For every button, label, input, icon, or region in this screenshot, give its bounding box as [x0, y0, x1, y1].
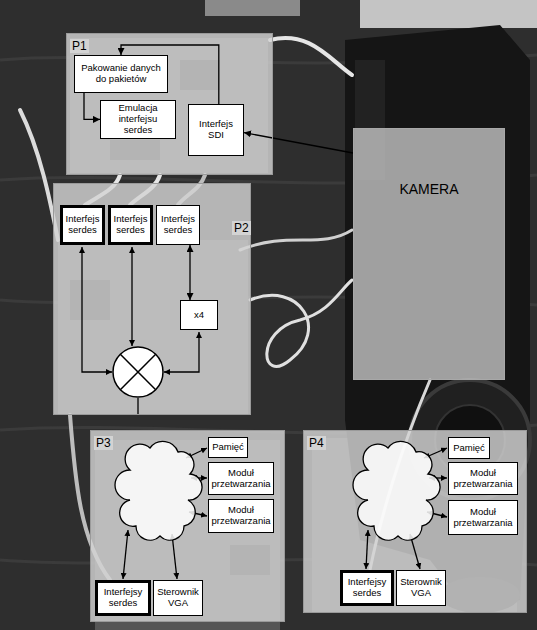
board-panel: P2 Interfejs serdes Interfejs serdes Interf…: [53, 183, 251, 415]
controller-box: Sterownik VGA: [153, 580, 203, 616]
box-label: Interfejsy serdes: [101, 587, 145, 609]
interface-box: Interfejs serdes: [156, 205, 200, 245]
board-panel: P1Pakowanie danych do pakietówEmulacja i…: [66, 33, 273, 175]
box-label: Interfejs SDI: [192, 119, 240, 141]
process-box: Emulacja interfejsu serdes: [100, 100, 176, 139]
interface-box: Interfejs SDI: [188, 104, 244, 156]
processing-box: Moduł przetwarzania: [448, 462, 518, 495]
signal-arrow: [189, 245, 190, 300]
bus-line: [137, 398, 138, 415]
box-label: Interfejsy serdes: [346, 577, 388, 599]
interface-box: Interfejsy serdes: [95, 580, 151, 616]
box-label: Moduł przetwarzania: [452, 468, 514, 490]
multiplexer-symbol: [113, 347, 163, 397]
board-panel: P4PamięćModuł przetwarzaniaModuł przetwa…: [303, 430, 527, 613]
multiplier-box: x4: [180, 300, 218, 330]
box-label: Moduł przetwarzania: [452, 507, 514, 529]
memory-box: Pamięć: [208, 437, 248, 458]
memory-box: Pamięć: [448, 437, 490, 459]
panel-label: P3: [94, 436, 113, 450]
panel-label: P1: [70, 39, 89, 53]
processing-box: Moduł przetwarzania: [208, 462, 274, 495]
box-label: Interfejs serdes: [160, 214, 196, 236]
interface-box: Interfejsy serdes: [340, 570, 394, 606]
panel-label: P2: [232, 221, 251, 235]
device-housing: [205, 0, 300, 16]
interconnect-cloud: [115, 441, 202, 540]
box-label: x4: [194, 310, 204, 321]
interface-box: Interfejs serdes: [60, 205, 105, 245]
box-label: Emulacja interfejsu serdes: [104, 103, 172, 136]
box-label: Moduł przetwarzania: [211, 505, 270, 527]
panel-label: P4: [307, 436, 326, 450]
camera-region: KAMERA: [353, 128, 505, 380]
process-box: Pakowanie danych do pakietów: [74, 55, 168, 93]
signal-arrow: [84, 93, 100, 119]
processing-box: Moduł przetwarzania: [208, 499, 274, 533]
box-label: Sterownik VGA: [157, 587, 199, 609]
interface-box: Interfejs serdes: [108, 205, 153, 245]
processing-box: Moduł przetwarzania: [448, 500, 518, 535]
box-label: Interfejs serdes: [114, 214, 148, 236]
board-panel: P3PamięćModuł przetwarzaniaModuł przetwa…: [90, 430, 285, 622]
box-label: Pamięć: [453, 443, 485, 454]
signal-arrow: [244, 133, 353, 153]
box-label: Interfejs serdes: [66, 214, 100, 236]
box-label: Pamięć: [212, 442, 244, 453]
power-supply: [360, 0, 537, 28]
panel-overlays: [53, 33, 527, 622]
box-label: Moduł przetwarzania: [211, 468, 270, 490]
box-label: Pakowanie danych do pakietów: [78, 63, 164, 85]
box-label: KAMERA: [399, 181, 458, 197]
interconnect-cloud: [353, 441, 440, 540]
controller-box: Sterownik VGA: [396, 570, 446, 606]
box-label: Sterownik VGA: [400, 577, 442, 599]
